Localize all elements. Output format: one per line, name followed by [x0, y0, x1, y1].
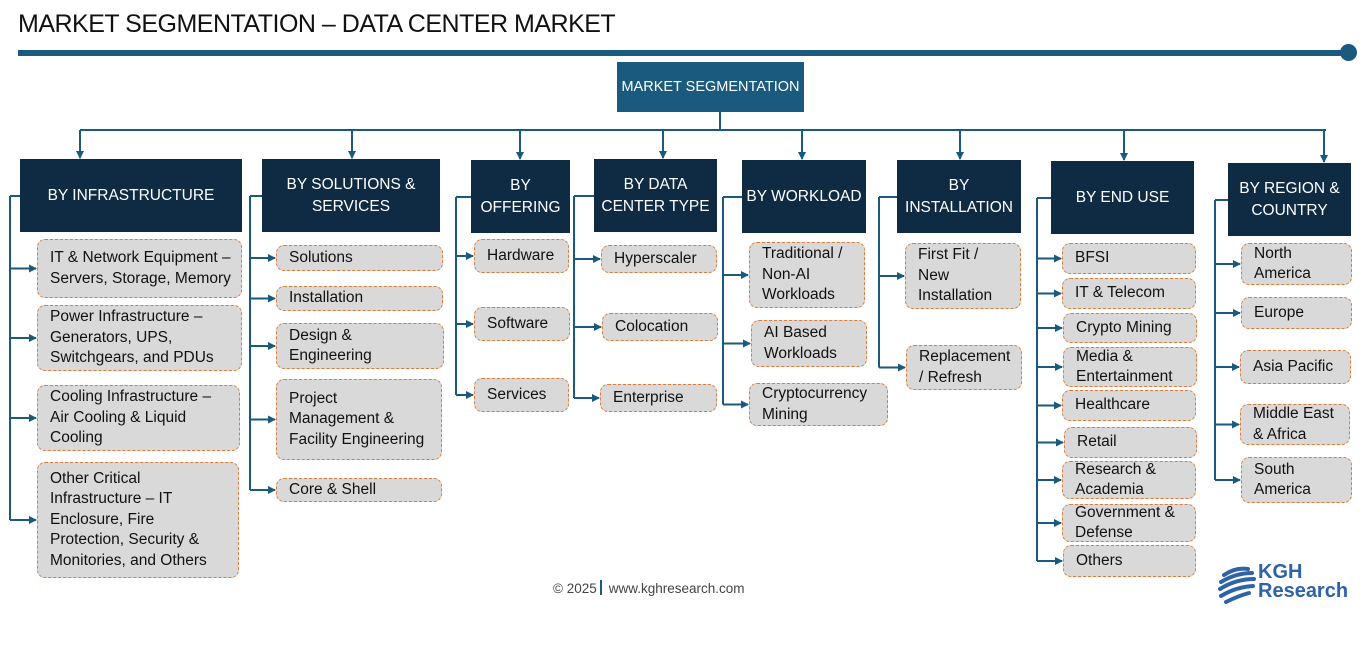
segment-item-power-infrastructure-generators-ups-switchgears-and-pdus: Power Infrastructure – Generators, UPS, …: [37, 305, 242, 371]
segment-item-core-and-shell: Core & Shell: [276, 478, 442, 502]
segment-item-south-america: South America: [1241, 457, 1352, 503]
website-link[interactable]: www.kghresearch.com: [608, 581, 745, 596]
segment-header-by-workload: BY WORKLOAD: [742, 160, 866, 233]
segment-item-north-america: North America: [1241, 243, 1352, 285]
segment-item-label: BFSI: [1075, 249, 1110, 267]
segment-item-europe: Europe: [1241, 297, 1352, 329]
segment-item-label: Traditional / Non-AI Workloads: [762, 245, 843, 304]
segment-item-retail: Retail: [1064, 427, 1197, 458]
segment-item-label: Government & Defense: [1075, 503, 1175, 542]
title-divider-endpoint: [1340, 44, 1357, 61]
page-title: MARKET SEGMENTATION – DATA CENTER MARKET: [18, 10, 616, 38]
segment-item-government-and-defense: Government & Defense: [1062, 504, 1196, 542]
segment-item-label: Others: [1076, 551, 1123, 569]
segment-item-label: IT & Network Equipment – Servers, Storag…: [50, 249, 231, 287]
segment-header-by-solutions-and-services: BY SOLUTIONS & SERVICES: [262, 159, 440, 232]
segment-item-project-management-and-facility-engineering: Project Management & Facility Engineerin…: [276, 379, 442, 460]
segment-item-label: Services: [487, 385, 547, 403]
segment-header-by-infrastructure: BY INFRASTRUCTURE: [20, 159, 242, 232]
segment-item-label: Colocation: [615, 317, 689, 335]
segment-item-enterprise: Enterprise: [600, 384, 717, 412]
logo-line-2: Research: [1258, 580, 1349, 602]
segment-item-media-and-entertainment: Media & Entertainment: [1063, 347, 1197, 387]
segment-item-services: Services: [474, 378, 569, 412]
segment-item-label: Solutions: [289, 248, 353, 266]
segment-item-colocation: Colocation: [602, 313, 718, 341]
segment-item-label: Hyperscaler: [614, 249, 697, 267]
segment-item-label: Europe: [1254, 303, 1304, 321]
title-divider: [18, 50, 1348, 56]
segment-item-it-and-network-equipment-servers-storage-memory: IT & Network Equipment – Servers, Storag…: [37, 239, 242, 298]
segment-item-hardware: Hardware: [474, 239, 569, 273]
segment-item-first-fit-new-installation: First Fit / New Installation: [905, 243, 1021, 309]
segment-item-label: Cooling Infrastructure – Air Cooling & L…: [50, 388, 212, 447]
segment-item-label: Core & Shell: [289, 480, 377, 498]
segment-item-label: Software: [487, 314, 549, 332]
footer-separator: [599, 580, 602, 595]
segment-item-others: Others: [1063, 545, 1196, 577]
segment-item-cryptocurrency-mining: Cryptocurrency Mining: [749, 383, 888, 426]
segment-item-solutions: Solutions: [276, 245, 443, 271]
segment-item-middle-east-and-africa: Middle East & Africa: [1240, 404, 1350, 445]
segment-item-label: Middle East & Africa: [1253, 405, 1334, 443]
segment-item-label: North America: [1254, 244, 1311, 283]
segment-header-by-installation: BY INSTALLATION: [897, 160, 1021, 233]
segment-item-label: Retail: [1077, 433, 1117, 451]
segment-item-other-critical-infrastructure-it-enclosure-fire-protection-security-and-monitories-and-others: Other Critical Infrastructure – IT Enclo…: [37, 462, 239, 578]
segment-header-by-end-use: BY END USE: [1051, 161, 1194, 234]
segment-item-label: Research & Academia: [1075, 460, 1156, 499]
segment-item-software: Software: [474, 307, 570, 341]
segment-item-label: IT & Telecom: [1075, 284, 1165, 302]
root-node-market-segmentation: MARKET SEGMENTATION: [617, 62, 804, 112]
segment-header-by-region-and-country: BY REGION & COUNTRY: [1228, 163, 1351, 236]
segment-item-label: Power Infrastructure – Generators, UPS, …: [50, 308, 214, 367]
segment-item-ai-based-workloads: AI Based Workloads: [751, 320, 867, 367]
segment-item-healthcare: Healthcare: [1062, 390, 1196, 421]
segment-item-crypto-mining: Crypto Mining: [1063, 313, 1197, 343]
segment-item-label: Enterprise: [613, 388, 684, 406]
footer: © 2025 www.kghresearch.com: [553, 580, 745, 596]
segment-item-it-and-telecom: IT & Telecom: [1062, 278, 1196, 309]
segment-item-label: Asia Pacific: [1253, 357, 1334, 375]
segment-item-label: Project Management & Facility Engineerin…: [289, 389, 425, 448]
segment-item-label: Media & Entertainment: [1076, 347, 1173, 386]
globe-icon: [1218, 566, 1256, 604]
segment-item-label: South America: [1254, 460, 1311, 499]
segment-item-cooling-infrastructure-air-cooling-and-liquid-cooling: Cooling Infrastructure – Air Cooling & L…: [37, 385, 240, 451]
segment-item-label: Replacement / Refresh: [919, 348, 1011, 386]
segment-item-label: Design & Engineering: [289, 326, 372, 365]
segment-item-label: Hardware: [487, 246, 555, 264]
logo-line-1: KGH: [1258, 561, 1303, 583]
segment-item-hyperscaler: Hyperscaler: [601, 245, 717, 273]
segment-item-label: AI Based Workloads: [764, 324, 837, 362]
segment-item-asia-pacific: Asia Pacific: [1240, 350, 1351, 384]
segment-item-traditional-non-ai-workloads: Traditional / Non-AI Workloads: [749, 242, 865, 308]
segment-item-replacement-refresh: Replacement / Refresh: [906, 345, 1022, 390]
segment-item-label: Cryptocurrency Mining: [762, 385, 868, 423]
segment-item-research-and-academia: Research & Academia: [1062, 461, 1196, 499]
segment-item-installation: Installation: [276, 286, 443, 311]
segment-item-design-and-engineering: Design & Engineering: [276, 323, 444, 369]
segment-header-by-data-center-type: BY DATA CENTER TYPE: [594, 159, 717, 232]
segment-header-by-offering: BY OFFERING: [471, 160, 570, 233]
segment-item-label: Healthcare: [1075, 396, 1150, 414]
segment-item-label: Other Critical Infrastructure – IT Enclo…: [50, 469, 207, 569]
segment-item-label: Installation: [289, 289, 364, 307]
segment-item-label: Crypto Mining: [1076, 318, 1172, 336]
segment-item-bfsi: BFSI: [1062, 243, 1196, 274]
copyright: © 2025: [553, 581, 597, 596]
segment-item-label: First Fit / New Installation: [918, 246, 993, 305]
